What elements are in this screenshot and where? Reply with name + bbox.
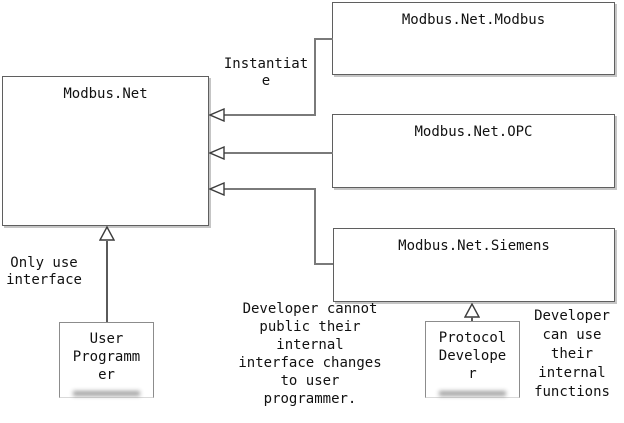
- connector-modbus-h-stub: [316, 38, 333, 40]
- box-modbus-net-opc: Modbus.Net.OPC: [332, 114, 615, 188]
- annotation-developer-cannot: Developer cannot public their internal i…: [238, 301, 382, 407]
- annotation-only-use-interface: Only use interface: [6, 255, 82, 288]
- annotation-developer-can: Developer can use their internal functio…: [534, 308, 610, 400]
- connector-modbus-arrow-shaft: [224, 114, 316, 116]
- box-modbus-net-siemens-label: Modbus.Net.Siemens: [398, 238, 550, 254]
- connector-opc-arrow-shaft: [224, 152, 333, 154]
- arrowhead-up-icon: [464, 303, 480, 318]
- box-modbus-net-modbus-label: Modbus.Net.Modbus: [401, 12, 546, 28]
- arrowhead-left-icon: [209, 182, 225, 196]
- box-modbus-net-opc-label: Modbus.Net.OPC: [414, 124, 533, 140]
- box-protocol-developer: Protocol Develope r: [425, 321, 520, 398]
- annotation-instantiate: Instantiat e: [223, 56, 309, 89]
- connector-siemens-arrow-shaft: [224, 188, 316, 190]
- box-modbus-net-label: Modbus.Net: [63, 86, 148, 102]
- box-modbus-net-modbus: Modbus.Net.Modbus: [332, 2, 615, 75]
- generalization-user-shaft: [106, 241, 108, 322]
- box-user-programmer-label: User Programm er: [72, 331, 141, 383]
- arrowhead-up-icon: [99, 226, 115, 241]
- box-protocol-developer-label: Protocol Develope r: [438, 330, 507, 382]
- generalization-protocol-shaft: [471, 317, 473, 321]
- connector-siemens-v-segment: [314, 188, 316, 265]
- connector-siemens-h-stub: [314, 263, 333, 265]
- box-user-programmer: User Programm er: [59, 322, 154, 398]
- box-modbus-net-siemens: Modbus.Net.Siemens: [333, 228, 615, 302]
- arrowhead-left-icon: [209, 146, 225, 160]
- box-modbus-net: Modbus.Net: [2, 76, 209, 226]
- clipped-text-artifact: [73, 391, 140, 396]
- arrowhead-left-icon: [209, 108, 225, 122]
- connector-modbus-v-segment: [314, 38, 316, 115]
- clipped-text-artifact: [439, 391, 506, 396]
